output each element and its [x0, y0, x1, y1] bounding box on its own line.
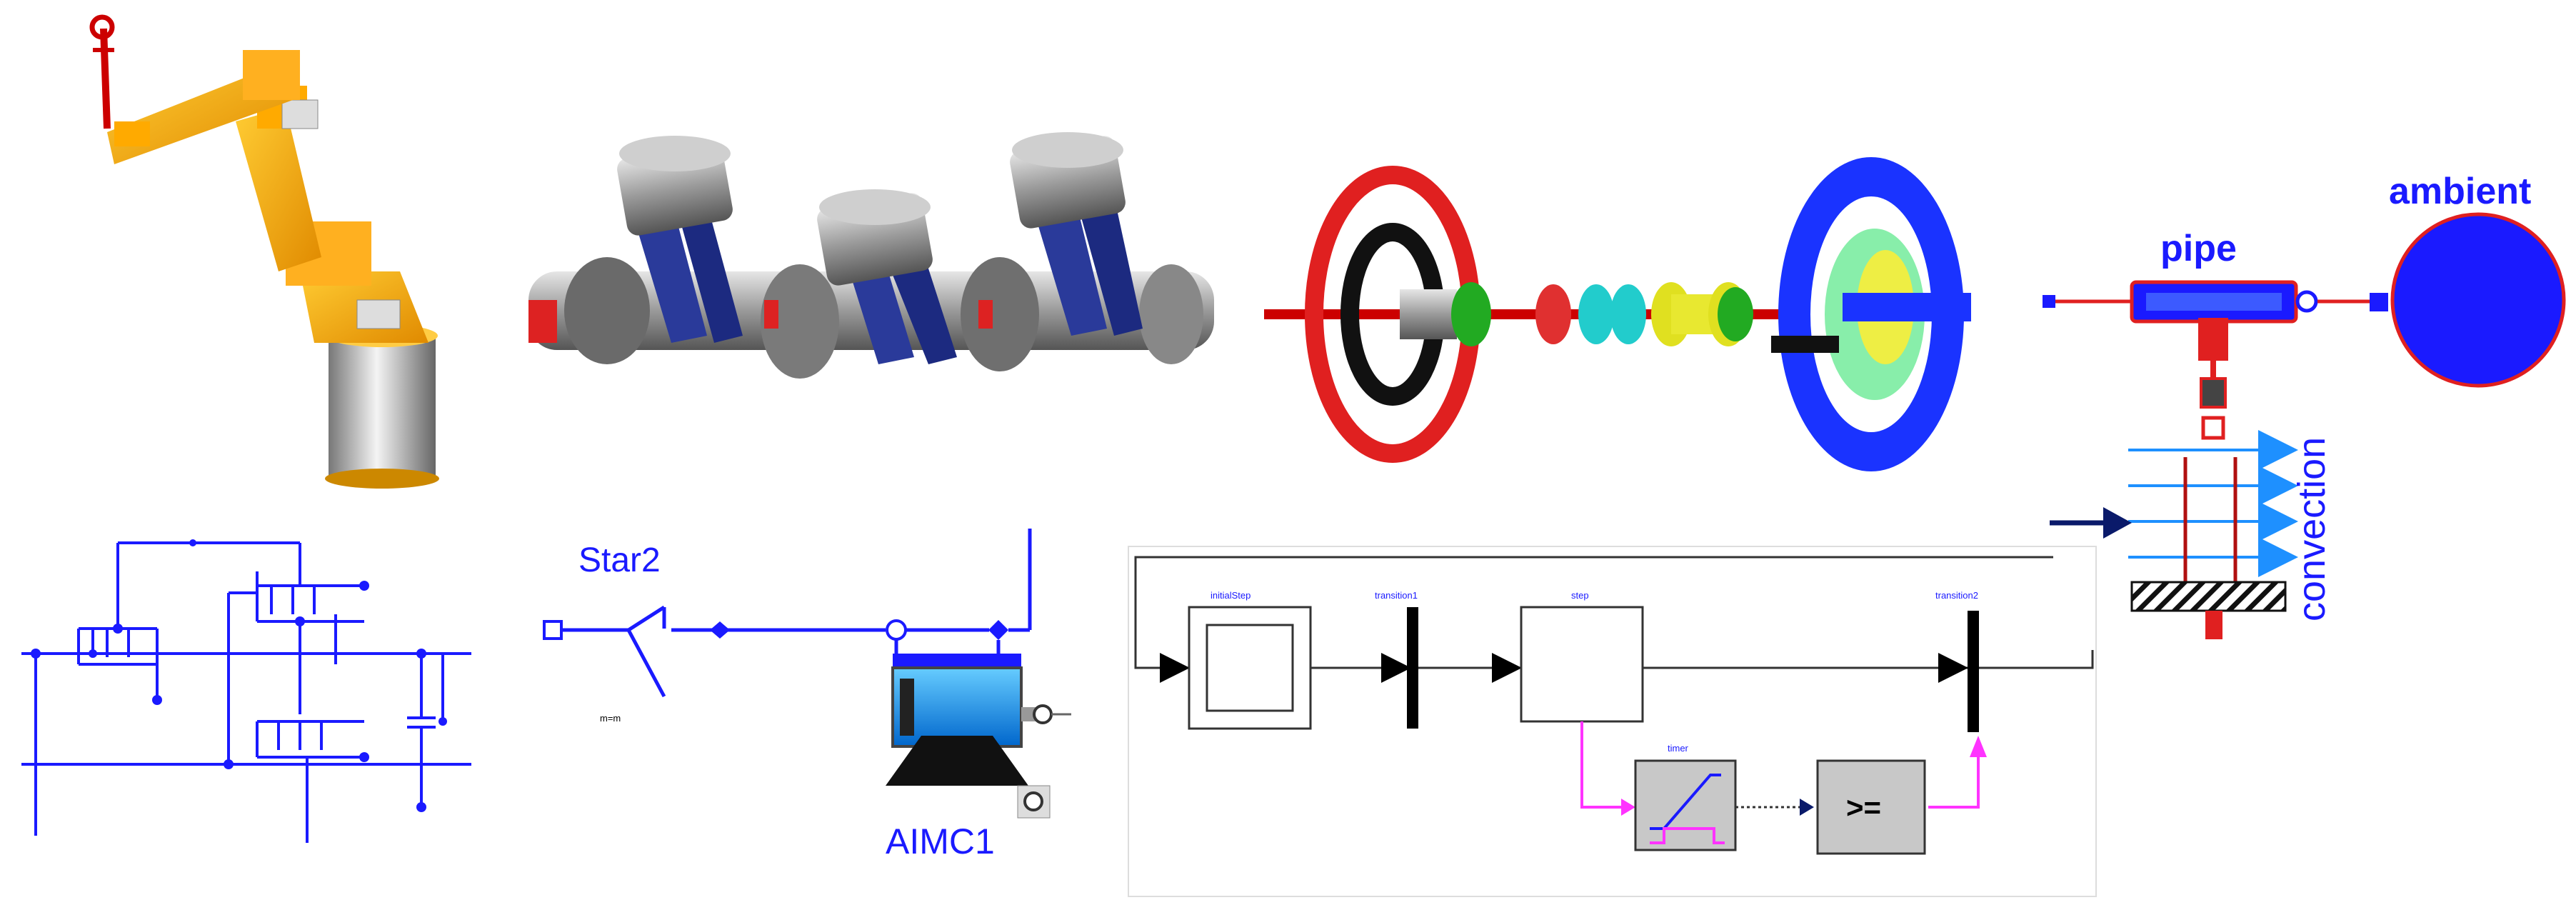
electrical-circuit-diagram: [21, 541, 471, 843]
engine-crankshaft-illustration: [528, 132, 1214, 379]
m-label: m=m: [600, 713, 621, 724]
pipe-label: pipe: [2160, 228, 2237, 269]
ambient-label: ambient: [2389, 171, 2531, 212]
state-graph-diagram: initialStep transition1 step transition2…: [1128, 546, 2097, 897]
convection-label: convection: [2290, 437, 2333, 621]
circuit-nodes: [31, 539, 447, 812]
transition2-label: transition2: [1935, 590, 1978, 601]
compare-label: >=: [1846, 791, 1881, 824]
driveline-illustration: [1264, 157, 1971, 471]
robot-arm-illustration: [43, 0, 471, 500]
star-label: Star2: [578, 541, 661, 579]
motor-label: AIMC1: [886, 821, 995, 861]
timer-label: timer: [1668, 743, 1689, 754]
initial-step-label: initialStep: [1211, 590, 1251, 601]
step-label: step: [1571, 590, 1589, 601]
transition1-label: transition1: [1375, 590, 1418, 601]
heat-transfer-diagram: pipe ambient convection: [2043, 171, 2566, 639]
electric-machine-diagram: Star2 m=m AIMC1: [543, 529, 1071, 861]
